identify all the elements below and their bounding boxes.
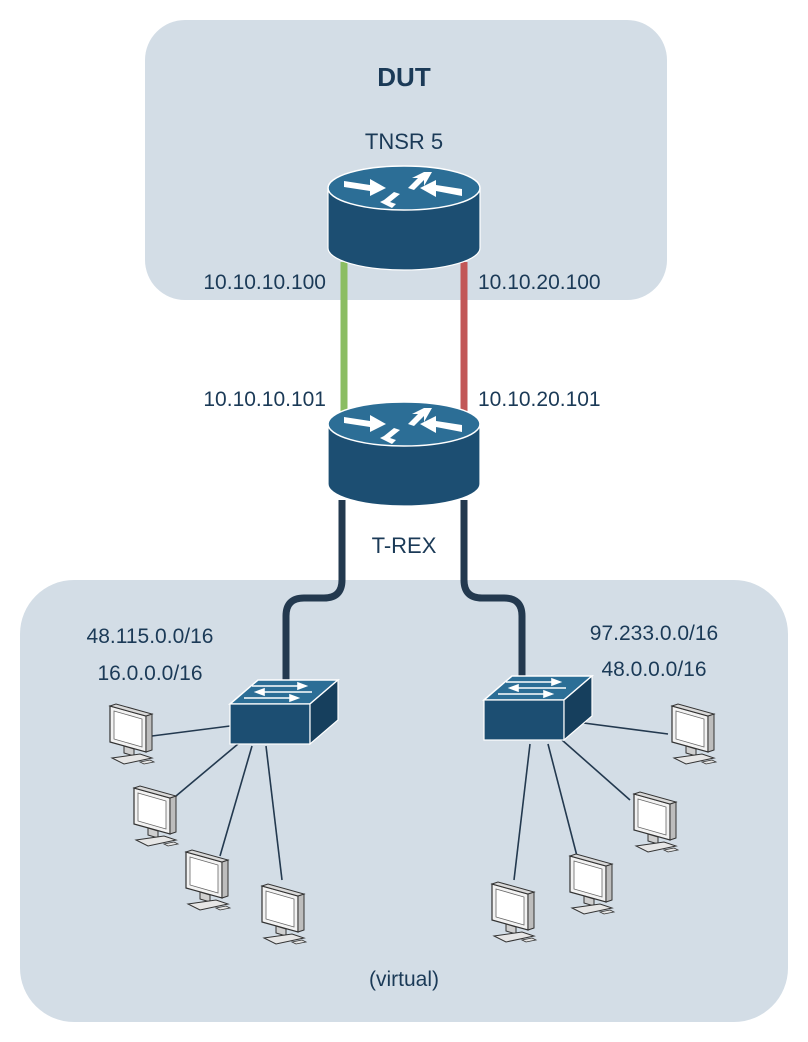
trex-left-ip: 10.10.10.101 bbox=[203, 388, 326, 411]
dut-title: DUT bbox=[377, 62, 431, 92]
right-subnet-1: 97.233.0.0/16 bbox=[590, 622, 718, 645]
left-subnet-1: 48.115.0.0/16 bbox=[87, 625, 214, 648]
left-switch-icon[interactable] bbox=[229, 679, 339, 745]
tnsr-router-name: TNSR 5 bbox=[365, 129, 443, 154]
link-left-switch bbox=[282, 500, 346, 696]
link-right-switch bbox=[460, 500, 526, 696]
trex-right-ip: 10.10.20.101 bbox=[478, 388, 601, 411]
dut-panel bbox=[145, 20, 667, 300]
trex-router-name: T-REX bbox=[372, 533, 437, 558]
left-host-cables bbox=[151, 725, 283, 881]
right-subnet-2: 48.0.0.0/16 bbox=[601, 658, 706, 681]
virtual-label: (virtual) bbox=[369, 968, 439, 991]
tnsr-router-icon[interactable] bbox=[327, 165, 481, 271]
right-host-cables bbox=[513, 721, 669, 881]
right-switch-icon[interactable] bbox=[483, 675, 593, 741]
trex-router-icon[interactable] bbox=[327, 401, 481, 507]
left-subnet-2: 16.0.0.0/16 bbox=[97, 662, 202, 685]
tnsr-left-ip: 10.10.10.100 bbox=[203, 271, 326, 294]
tnsr-right-ip: 10.10.20.100 bbox=[478, 271, 601, 294]
